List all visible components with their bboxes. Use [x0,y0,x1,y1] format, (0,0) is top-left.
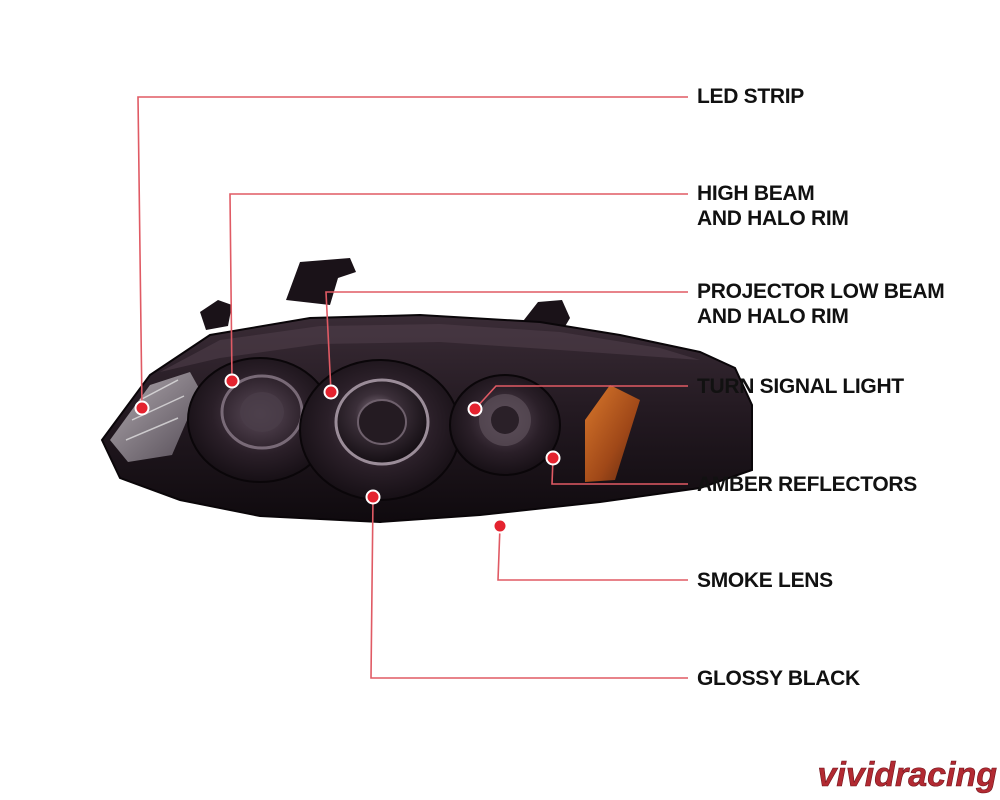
label-turn-signal: TURN SIGNAL LIGHT [697,374,904,399]
leader-lines [137,96,688,679]
label-amber-reflectors: AMBER REFLECTORS [697,472,917,497]
marker-dot [323,384,339,400]
label-line: AND HALO RIM [697,305,849,328]
label-led-strip: LED STRIP [697,84,804,109]
marker-dot [365,489,381,505]
label-high-beam: HIGH BEAM AND HALO RIM [697,181,849,231]
label-line: GLOSSY BLACK [697,667,860,690]
vividracing-logo: vividracing [817,756,997,794]
marker-dots [134,373,561,534]
marker-dot [545,450,561,466]
label-projector-low-beam: PROJECTOR LOW BEAM AND HALO RIM [697,279,945,329]
watermark-text: vividracing [817,756,997,794]
label-line: HIGH BEAM [697,182,815,205]
label-line: TURN SIGNAL LIGHT [697,375,904,398]
housing-reflection [160,324,700,372]
label-line: SMOKE LENS [697,569,833,592]
marker-dot [224,373,240,389]
led-strip-lens [110,372,200,462]
label-line: AMBER REFLECTORS [697,473,917,496]
label-glossy-black: GLOSSY BLACK [697,666,860,691]
amber-reflector [585,385,640,482]
label-line: AND HALO RIM [697,207,849,230]
marker-dot [467,401,483,417]
label-line: PROJECTOR LOW BEAM [697,280,945,303]
label-smoke-lens: SMOKE LENS [697,568,833,593]
marker-dot [492,518,508,534]
marker-dot [134,400,150,416]
label-line: LED STRIP [697,85,804,108]
